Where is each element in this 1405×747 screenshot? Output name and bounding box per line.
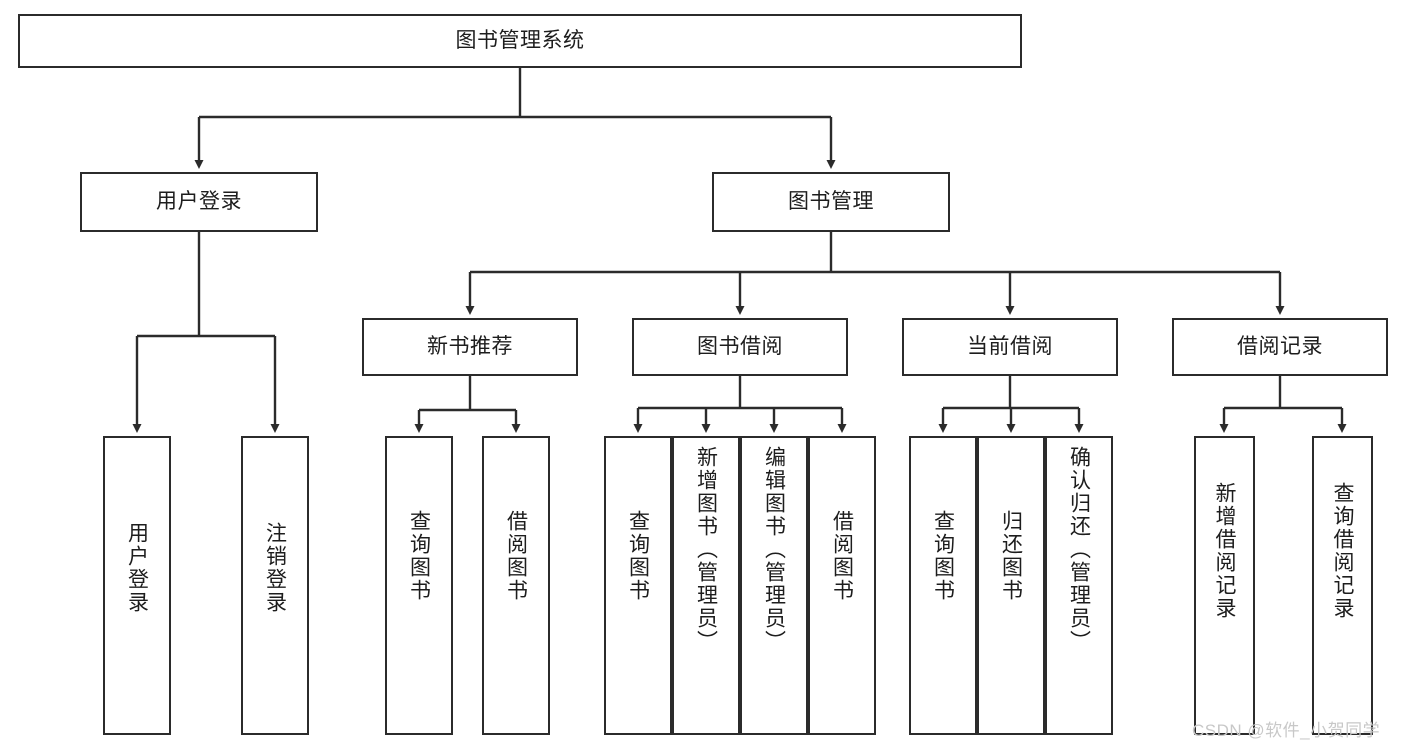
node-current-borrow-label: 当前借阅: [967, 335, 1053, 359]
leaf-logout[interactable]: 注销登录: [241, 436, 309, 735]
leaf-borrow-book-2[interactable]: 借阅图书: [808, 436, 876, 735]
node-new-book-recommend[interactable]: 新书推荐: [362, 318, 578, 376]
leaf-query-book-3[interactable]: 查询图书: [909, 436, 977, 735]
leaf-add-record[interactable]: 新增借阅记录: [1194, 436, 1255, 735]
node-root-label: 图书管理系统: [455, 29, 585, 53]
leaf-edit-book-label: 编辑图书（管理员）: [762, 446, 786, 653]
node-book-management-label: 图书管理: [788, 190, 874, 214]
leaf-borrow-book-2-label: 借阅图书: [830, 510, 854, 602]
leaf-edit-book[interactable]: 编辑图书（管理员）: [740, 436, 808, 735]
node-book-borrow[interactable]: 图书借阅: [632, 318, 848, 376]
leaf-add-record-label: 新增借阅记录: [1213, 482, 1236, 620]
node-user-login-label: 用户登录: [156, 190, 242, 214]
leaf-query-book-2[interactable]: 查询图书: [604, 436, 672, 735]
leaf-query-book-2-label: 查询图书: [626, 510, 650, 602]
leaf-logout-label: 注销登录: [263, 522, 287, 614]
leaf-return-book-label: 归还图书: [999, 510, 1023, 602]
csdn-watermark: CSDN @软件_小贺同学: [1192, 721, 1381, 740]
leaf-borrow-book-1-label: 借阅图书: [504, 510, 528, 602]
node-borrow-records[interactable]: 借阅记录: [1172, 318, 1388, 376]
node-book-management[interactable]: 图书管理: [712, 172, 950, 232]
leaf-query-book-3-label: 查询图书: [931, 510, 955, 602]
leaf-borrow-book-1[interactable]: 借阅图书: [482, 436, 550, 735]
node-book-borrow-label: 图书借阅: [697, 335, 783, 359]
leaf-user-login-label: 用户登录: [125, 522, 149, 614]
leaf-query-record-label: 查询借阅记录: [1331, 482, 1354, 620]
node-borrow-records-label: 借阅记录: [1237, 335, 1323, 359]
leaf-confirm-return[interactable]: 确认归还（管理员）: [1045, 436, 1113, 735]
node-root[interactable]: 图书管理系统: [18, 14, 1022, 68]
leaf-user-login[interactable]: 用户登录: [103, 436, 171, 735]
leaf-query-record[interactable]: 查询借阅记录: [1312, 436, 1373, 735]
leaf-return-book[interactable]: 归还图书: [977, 436, 1045, 735]
leaf-confirm-return-label: 确认归还（管理员）: [1067, 446, 1091, 653]
node-user-login[interactable]: 用户登录: [80, 172, 318, 232]
node-new-book-recommend-label: 新书推荐: [427, 335, 513, 359]
leaf-add-book[interactable]: 新增图书（管理员）: [672, 436, 740, 735]
leaf-query-book-1-label: 查询图书: [407, 510, 431, 602]
node-current-borrow[interactable]: 当前借阅: [902, 318, 1118, 376]
leaf-add-book-label: 新增图书（管理员）: [694, 446, 718, 653]
leaf-query-book-1[interactable]: 查询图书: [385, 436, 453, 735]
